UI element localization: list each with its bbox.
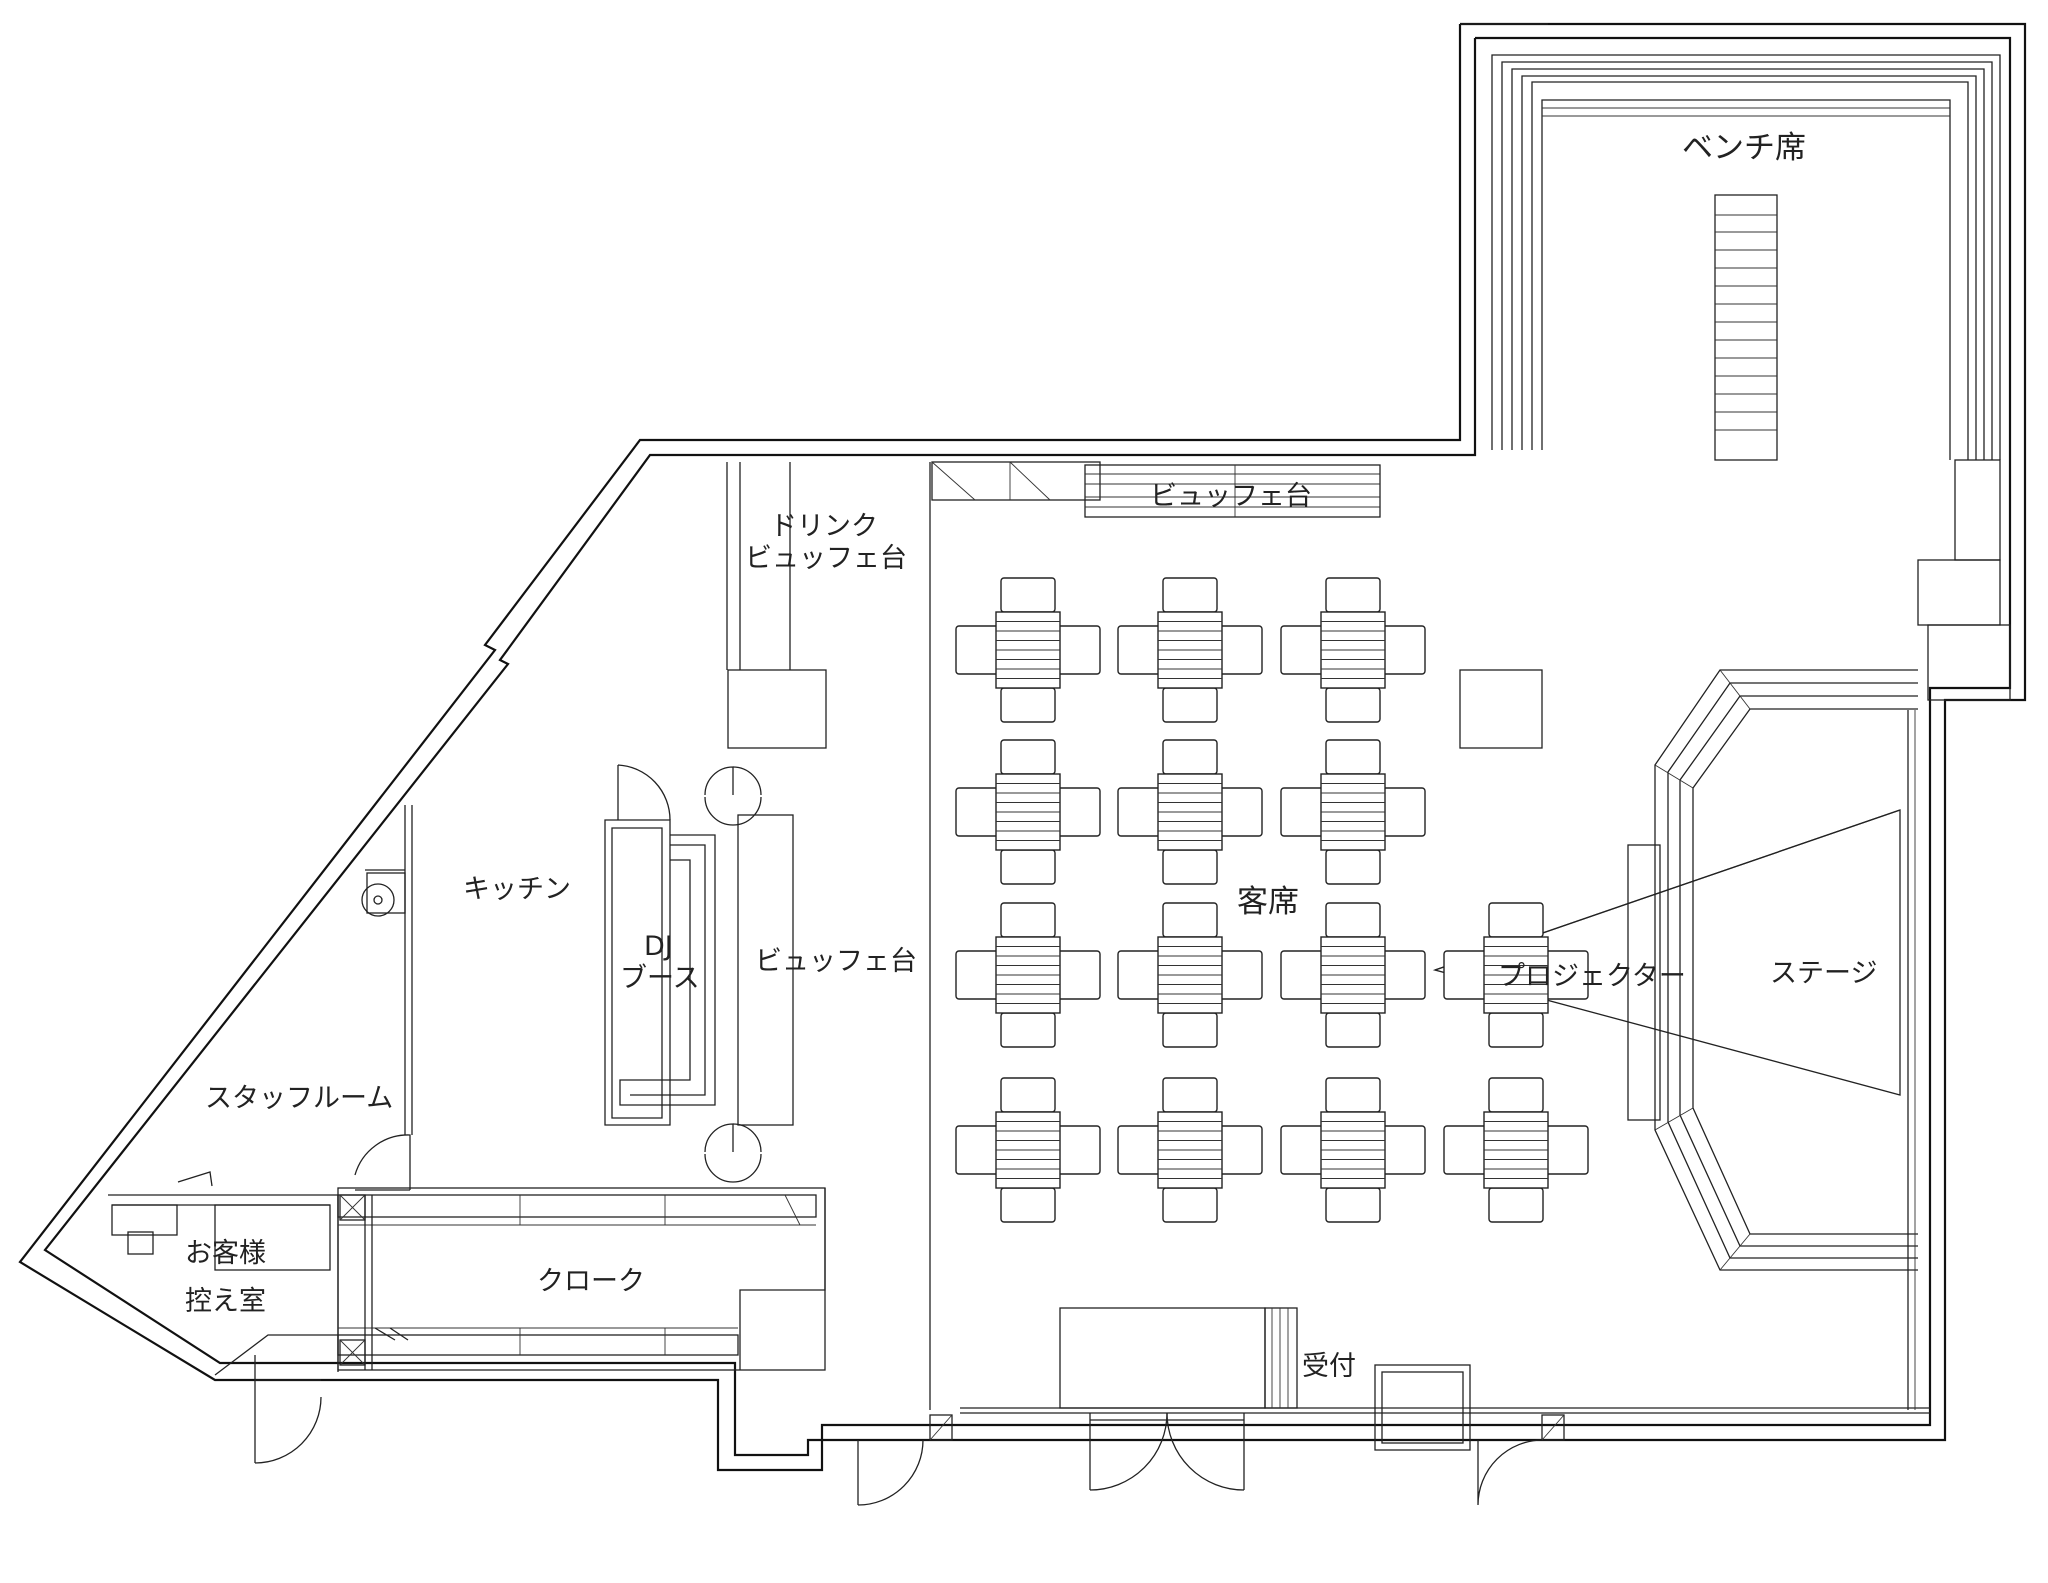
label-guest-2: 控え室 xyxy=(185,1286,266,1317)
chair xyxy=(1325,687,1381,723)
label-dj-1: DJ xyxy=(644,931,673,962)
label-bench: ベンチ席 xyxy=(1682,130,1806,166)
label-kitchen: キッチン xyxy=(463,874,571,905)
chair xyxy=(1000,577,1056,613)
chair xyxy=(1162,902,1218,938)
chair xyxy=(1325,902,1381,938)
table-set xyxy=(955,739,1101,885)
label-stage: ステージ xyxy=(1770,958,1877,989)
label-reception: 受付 xyxy=(1302,1351,1356,1382)
cloak-room xyxy=(337,1187,826,1371)
label-drink-1: ドリンク xyxy=(770,511,878,542)
table-set xyxy=(1117,739,1263,885)
table-set xyxy=(1443,902,1589,1048)
chair xyxy=(1000,1012,1056,1048)
table-set xyxy=(1280,739,1426,885)
table-set xyxy=(1280,902,1426,1048)
bench-seating xyxy=(1491,54,2011,701)
guest-room xyxy=(108,1171,339,1464)
chair xyxy=(1162,1012,1218,1048)
chair xyxy=(1488,1012,1544,1048)
dining-tables xyxy=(955,577,1589,1223)
chair xyxy=(1162,739,1218,775)
buffet-table-top xyxy=(931,461,1381,518)
chair xyxy=(1488,902,1544,938)
chair xyxy=(1488,1077,1544,1113)
label-seats: 客席 xyxy=(1237,884,1299,920)
chair xyxy=(1162,849,1218,885)
label-drink-2: ビュッフェ台 xyxy=(745,543,907,574)
table-set xyxy=(1117,902,1263,1048)
table-set xyxy=(1280,577,1426,723)
chair xyxy=(1488,1187,1544,1223)
label-projector: プロジェクター xyxy=(1498,961,1686,992)
staff-room xyxy=(354,883,411,1191)
label-buffet-top: ビュッフェ台 xyxy=(1150,481,1312,512)
chair xyxy=(1325,849,1381,885)
reception-desk xyxy=(1059,1307,1298,1409)
table-set xyxy=(1117,577,1263,723)
chair xyxy=(1162,687,1218,723)
stage xyxy=(1627,669,1918,1410)
chair xyxy=(1162,577,1218,613)
chair xyxy=(1000,687,1056,723)
table-set xyxy=(1117,1077,1263,1223)
partitions xyxy=(365,462,931,1410)
label-staff: スタッフルーム xyxy=(205,1083,393,1114)
label-dj-2: ブース xyxy=(620,963,700,994)
buffet-table-mid xyxy=(704,766,794,1183)
room-labels: ベンチ席 ビュッフェ台 ドリンク ビュッフェ台 キッチン DJ ブース ビュッフ… xyxy=(185,130,1877,1382)
chair xyxy=(1000,902,1056,938)
chair xyxy=(1000,849,1056,885)
entrance-doors xyxy=(857,1364,1930,1506)
chair xyxy=(1325,739,1381,775)
table-set xyxy=(955,577,1101,723)
chair xyxy=(1000,739,1056,775)
chair xyxy=(1162,1077,1218,1113)
table-set xyxy=(1443,1077,1589,1223)
label-cloak: クローク xyxy=(537,1266,645,1297)
table-set xyxy=(955,1077,1101,1223)
chair xyxy=(1162,1187,1218,1223)
chair xyxy=(1325,577,1381,613)
label-buffet-mid: ビュッフェ台 xyxy=(755,946,917,977)
chair xyxy=(1000,1187,1056,1223)
chair xyxy=(1000,1077,1056,1113)
chair xyxy=(1325,1012,1381,1048)
chair xyxy=(1325,1077,1381,1113)
pillar xyxy=(1459,669,1543,749)
table-set xyxy=(1280,1077,1426,1223)
label-guest-1: お客様 xyxy=(185,1238,266,1269)
table-set xyxy=(955,902,1101,1048)
dj-booth xyxy=(604,764,716,1126)
chair xyxy=(1325,1187,1381,1223)
